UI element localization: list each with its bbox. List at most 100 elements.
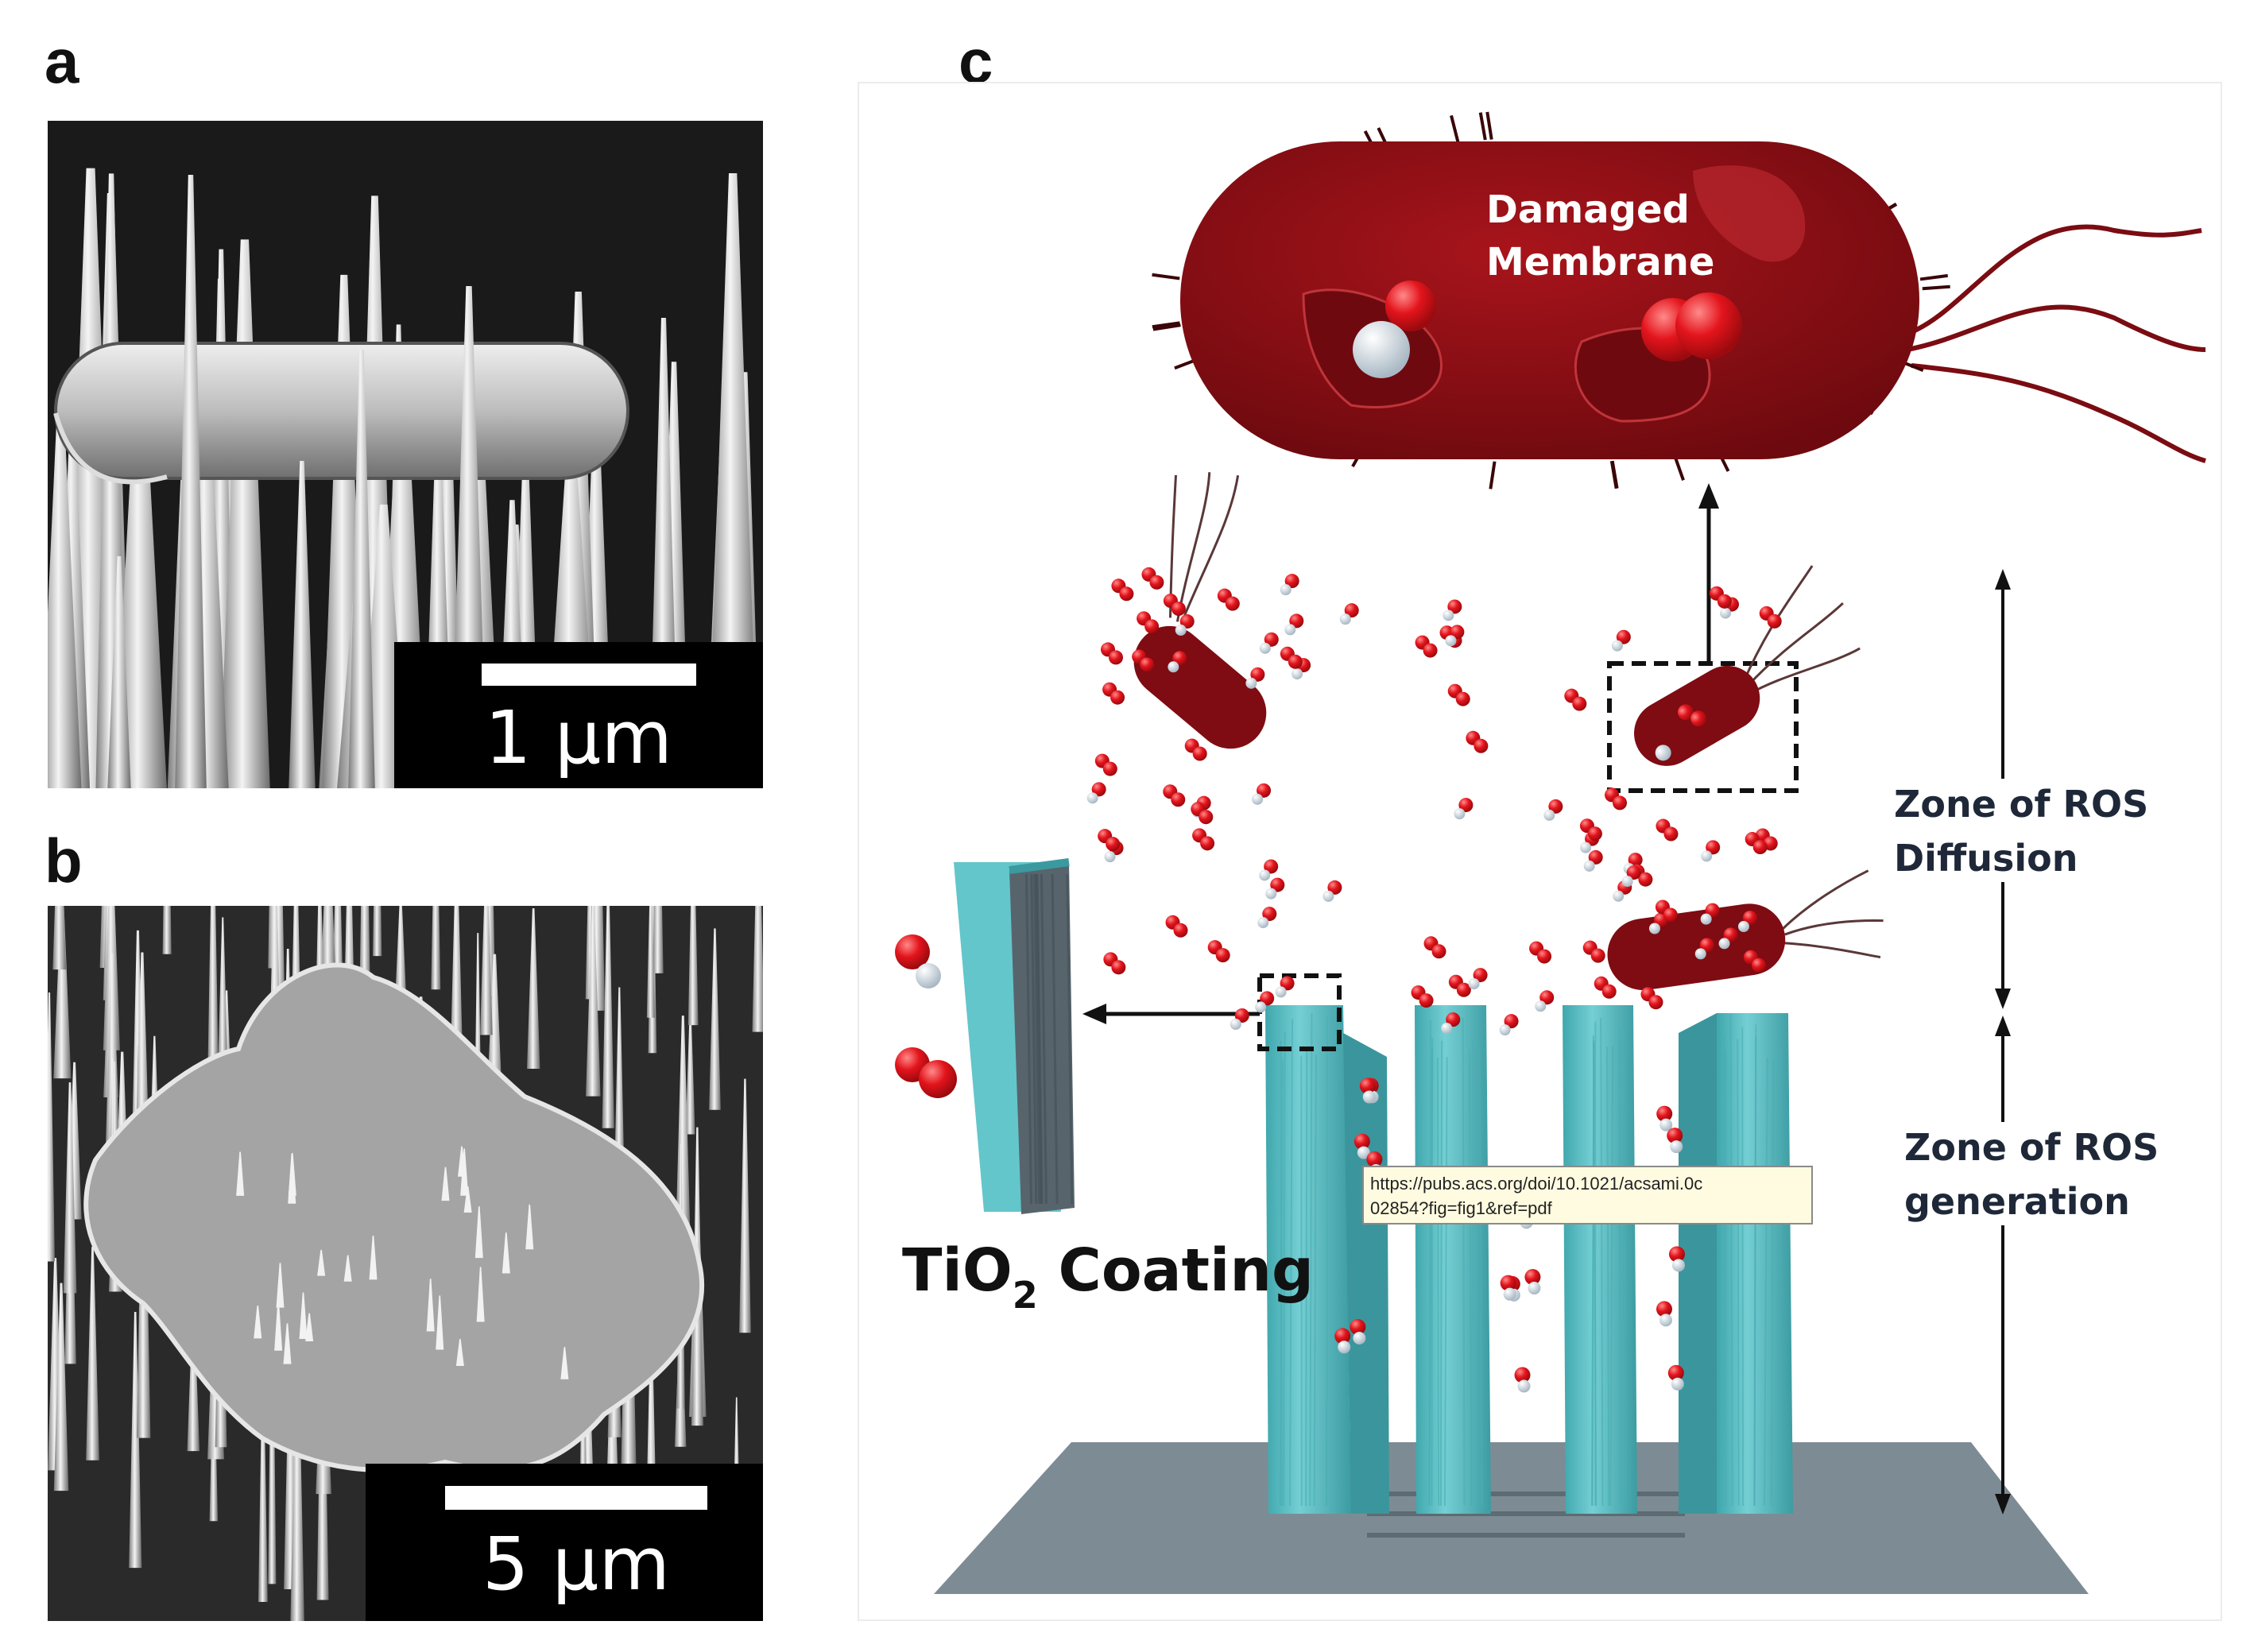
cell-spike <box>343 1255 352 1282</box>
oxygen-atom <box>1450 625 1465 640</box>
inset-streak <box>1040 873 1048 1205</box>
hydrogen-atom <box>1245 677 1257 689</box>
cell-spike <box>474 1206 483 1259</box>
nanospike <box>86 1247 99 1460</box>
oxygen-atom <box>1327 880 1342 895</box>
hydrogen-atom <box>1535 1000 1547 1012</box>
url-tooltip: https://pubs.acs.org/doi/10.1021/acsami.… <box>1362 1166 1813 1224</box>
cell-spike <box>236 1151 245 1196</box>
ros-molecule <box>1265 877 1285 900</box>
nanospike <box>320 906 336 976</box>
nanospike <box>752 906 763 1032</box>
cell-spike <box>369 1236 378 1280</box>
zone-generation-arrow <box>1995 1016 2011 1515</box>
pilus <box>1152 321 1180 329</box>
hydrogen-atom <box>1671 1259 1685 1272</box>
ros-molecule <box>1445 625 1465 647</box>
ros-molecule <box>1700 903 1720 925</box>
nanospike <box>63 1082 77 1294</box>
pilus <box>1478 112 1487 141</box>
panel-c-letter: c <box>958 26 993 96</box>
hydrogen-atom <box>1252 793 1264 805</box>
ros-molecule <box>1667 1364 1684 1391</box>
hydrogen-atom <box>1280 584 1292 596</box>
ros-molecule <box>1411 985 1434 1008</box>
oxygen-atom <box>1119 586 1134 602</box>
pillar-streak <box>1282 1031 1286 1507</box>
nanospike <box>373 906 382 957</box>
inset-texture <box>1024 873 1074 1205</box>
nanospike <box>175 175 207 788</box>
oxygen-atom <box>1260 991 1275 1006</box>
zone-generation-label-bg <box>1896 1122 2138 1225</box>
hydrogen-atom <box>1257 917 1269 929</box>
ros-molecule <box>1594 976 1617 999</box>
oxygen-atom <box>1706 840 1721 855</box>
ros-molecule <box>1284 613 1304 636</box>
hydrogen-atom <box>1230 1018 1241 1030</box>
ros-molecule <box>1094 753 1117 776</box>
hydrogen-atom <box>1659 1118 1673 1132</box>
pillar-streak <box>1623 1032 1627 1507</box>
pillar-streak <box>1478 1045 1483 1507</box>
pillar-streak <box>1288 1019 1294 1507</box>
ros-molecule <box>1529 941 1552 964</box>
tio2-coating-label: TiO2 Coating <box>902 1236 1314 1317</box>
nanospike <box>348 350 375 788</box>
ros-molecule <box>1353 1133 1370 1159</box>
ros-molecule <box>1640 987 1663 1010</box>
hydrogen-atom <box>1701 850 1713 862</box>
oxygen-atom <box>1667 1364 1684 1381</box>
pillar-streak <box>1770 1059 1775 1507</box>
ros-molecule <box>1583 849 1603 872</box>
oxygen-atom <box>1717 594 1732 609</box>
bacterium-dashed-box <box>1607 661 1799 793</box>
ros-molecule <box>1163 594 1186 617</box>
ros-molecule <box>1100 642 1123 665</box>
cell-spike <box>436 1295 444 1350</box>
oxygen-atom <box>1613 795 1628 811</box>
ros-molecule <box>1275 976 1295 998</box>
oxygen-atom <box>1648 995 1663 1010</box>
oxygen-atom <box>1447 599 1462 614</box>
cell-spike <box>299 1292 308 1340</box>
nanospike <box>586 906 601 1097</box>
hydrogen-atom <box>1292 668 1303 680</box>
hydrogen-atom <box>1255 1001 1267 1013</box>
cell-spike <box>458 1146 467 1177</box>
oxygen-atom <box>1179 614 1195 629</box>
hydrogen-atom <box>1445 635 1457 647</box>
ros-molecule <box>1499 1014 1519 1036</box>
panel-a-letter: a <box>45 26 79 96</box>
hydrogen-atom <box>1694 948 1706 960</box>
ros-molecule <box>1524 1269 1541 1295</box>
ros-molecule <box>1656 818 1679 841</box>
ros-molecule <box>1207 940 1230 963</box>
hydrogen-atom <box>1441 1023 1453 1035</box>
sem-micrograph-a: 1 μm <box>48 121 763 788</box>
inset-streak <box>1033 873 1041 1205</box>
nanospike <box>614 987 625 1187</box>
pilus <box>1922 284 1950 291</box>
hydrogen-atom <box>1621 876 1633 888</box>
ros-molecule <box>1668 1246 1685 1272</box>
hydrogen-atom <box>1718 938 1730 950</box>
url-tooltip-line1: https://pubs.acs.org/doi/10.1021/acsami.… <box>1370 1174 1702 1194</box>
hydrogen-atom <box>1265 888 1277 900</box>
ros-molecule <box>1718 927 1738 950</box>
oxygen-atom <box>1353 1133 1370 1150</box>
scale-bar-a <box>482 664 696 686</box>
nanopillar-array <box>1265 1005 1793 1514</box>
membrane-label-line2: Membrane <box>1486 240 1714 284</box>
pillar-streak <box>1313 1054 1317 1507</box>
nanospike <box>107 556 131 788</box>
cell-spike <box>560 1347 569 1379</box>
zone-diffusion-line1: Zone of ROS <box>1894 783 2148 826</box>
ros-molecule <box>1111 578 1134 602</box>
zone-diffusion-label-bg <box>1884 779 2126 882</box>
nanospike <box>602 906 614 1128</box>
ros-molecule <box>1454 798 1474 820</box>
oxygen-atom <box>1108 650 1123 665</box>
hydrogen-atom <box>1583 860 1595 872</box>
oxygen-atom <box>1663 907 1678 923</box>
